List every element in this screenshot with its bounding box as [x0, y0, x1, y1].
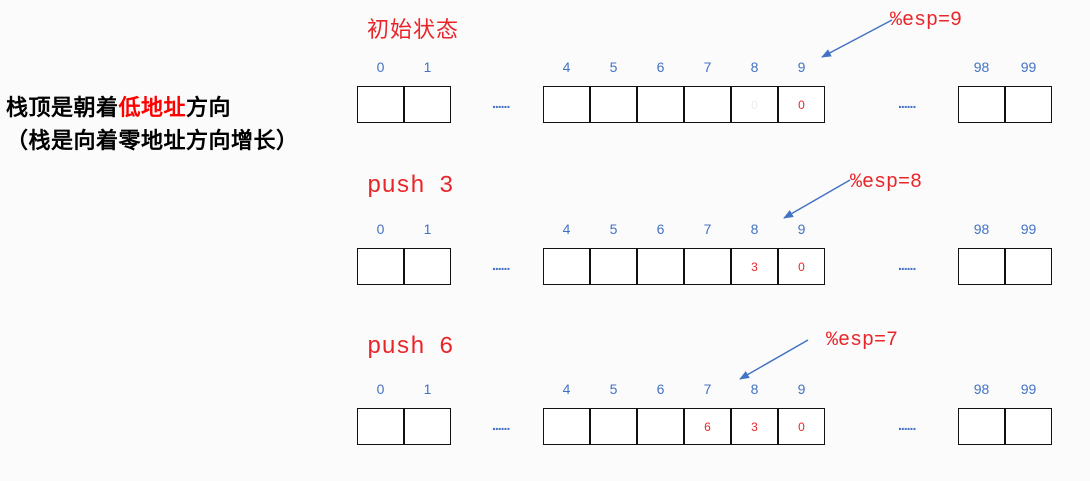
- slot-index-5: 5: [609, 381, 618, 397]
- stack-slot-4: [543, 86, 590, 123]
- slot-index-9: 9: [797, 381, 806, 397]
- stack-slot-5: [590, 86, 637, 123]
- slot-index-4: 4: [562, 381, 571, 397]
- side-note-line2: （栈是向着零地址方向增长）: [6, 129, 299, 154]
- stack-slot-4: [543, 408, 590, 445]
- esp-arrow-initial: [821, 19, 893, 58]
- slot-index-98: 98: [973, 59, 990, 75]
- slot-index-5: 5: [609, 59, 618, 75]
- slot-index-8: 8: [750, 59, 759, 75]
- slot-index-9: 9: [797, 221, 806, 237]
- state-title-initial: 初始状态: [367, 18, 460, 43]
- slot-index-6: 6: [656, 221, 665, 237]
- slot-index-99: 99: [1020, 381, 1037, 397]
- slot-index-99: 99: [1020, 221, 1037, 237]
- state-title-push6: push 6: [367, 334, 454, 361]
- slot-index-4: 4: [562, 221, 571, 237]
- stack-slot-8: 0: [731, 86, 778, 123]
- slot-index-1: 1: [423, 221, 432, 237]
- stack-slot-1: [404, 408, 451, 445]
- stack-slot-0: [357, 248, 404, 285]
- ellipsis-right: ......: [898, 417, 916, 433]
- slot-index-5: 5: [609, 221, 618, 237]
- slot-index-7: 7: [703, 59, 712, 75]
- stack-slot-98: [958, 408, 1005, 445]
- slot-index-0: 0: [376, 381, 385, 397]
- stack-slot-9: 0: [778, 86, 825, 123]
- side-note-highlight: 低地址: [118, 96, 187, 121]
- state-title-push3: push 3: [367, 173, 454, 200]
- stack-slot-6: [637, 248, 684, 285]
- ellipsis-left: ......: [492, 257, 510, 273]
- slot-index-99: 99: [1020, 59, 1037, 75]
- slot-index-7: 7: [703, 221, 712, 237]
- stack-slot-98: [958, 86, 1005, 123]
- stack-slot-6: [637, 408, 684, 445]
- stack-slot-5: [590, 248, 637, 285]
- slot-index-6: 6: [656, 59, 665, 75]
- stack-slot-8: 3: [731, 248, 778, 285]
- stack-slot-7: 6: [684, 408, 731, 445]
- stack-slot-0: [357, 408, 404, 445]
- slot-index-6: 6: [656, 381, 665, 397]
- stack-slot-1: [404, 248, 451, 285]
- esp-label-push3: %esp=8: [850, 171, 923, 194]
- stack-slot-99: [1005, 86, 1052, 123]
- stack-slot-8: 3: [731, 408, 778, 445]
- stack-slot-98: [958, 248, 1005, 285]
- side-note-post: 方向: [186, 96, 232, 121]
- stack-slot-4: [543, 248, 590, 285]
- stack-slot-6: [637, 86, 684, 123]
- slot-index-9: 9: [797, 59, 806, 75]
- stack-slot-0: [357, 86, 404, 123]
- slot-index-1: 1: [423, 381, 432, 397]
- slot-index-98: 98: [973, 381, 990, 397]
- ellipsis-left: ......: [492, 95, 510, 111]
- slot-index-0: 0: [376, 221, 385, 237]
- ellipsis-right: ......: [898, 95, 916, 111]
- stack-row-initial: 0 1...... 4 5 6 7 8 0 9 0...... 98 99: [0, 59, 1090, 126]
- stack-row-push6: 0 1...... 4 5 6 7 6 8 3 9 0...... 98 99: [0, 381, 1090, 448]
- esp-arrow-push6: [739, 339, 809, 380]
- ellipsis-right: ......: [898, 257, 916, 273]
- stack-slot-7: [684, 86, 731, 123]
- stack-slot-9: 0: [778, 408, 825, 445]
- esp-arrow-push3: [783, 179, 851, 219]
- stack-row-push3: 0 1...... 4 5 6 7 8 3 9 0...... 98 99: [0, 221, 1090, 288]
- slot-index-8: 8: [750, 381, 759, 397]
- esp-label-initial: %esp=9: [890, 9, 963, 32]
- stack-slot-9: 0: [778, 248, 825, 285]
- esp-label-push6: %esp=7: [826, 329, 899, 352]
- side-note-line1: 栈顶是朝着低地址方向: [6, 90, 231, 122]
- ellipsis-left: ......: [492, 417, 510, 433]
- slot-index-1: 1: [423, 59, 432, 75]
- stack-slot-99: [1005, 248, 1052, 285]
- slot-index-8: 8: [750, 221, 759, 237]
- slot-index-98: 98: [973, 221, 990, 237]
- slot-index-7: 7: [703, 381, 712, 397]
- slot-index-0: 0: [376, 59, 385, 75]
- slot-index-4: 4: [562, 59, 571, 75]
- stack-slot-7: [684, 248, 731, 285]
- stack-slot-1: [404, 86, 451, 123]
- stack-slot-99: [1005, 408, 1052, 445]
- stack-slot-5: [590, 408, 637, 445]
- side-note-pre: 栈顶是朝着: [6, 96, 119, 121]
